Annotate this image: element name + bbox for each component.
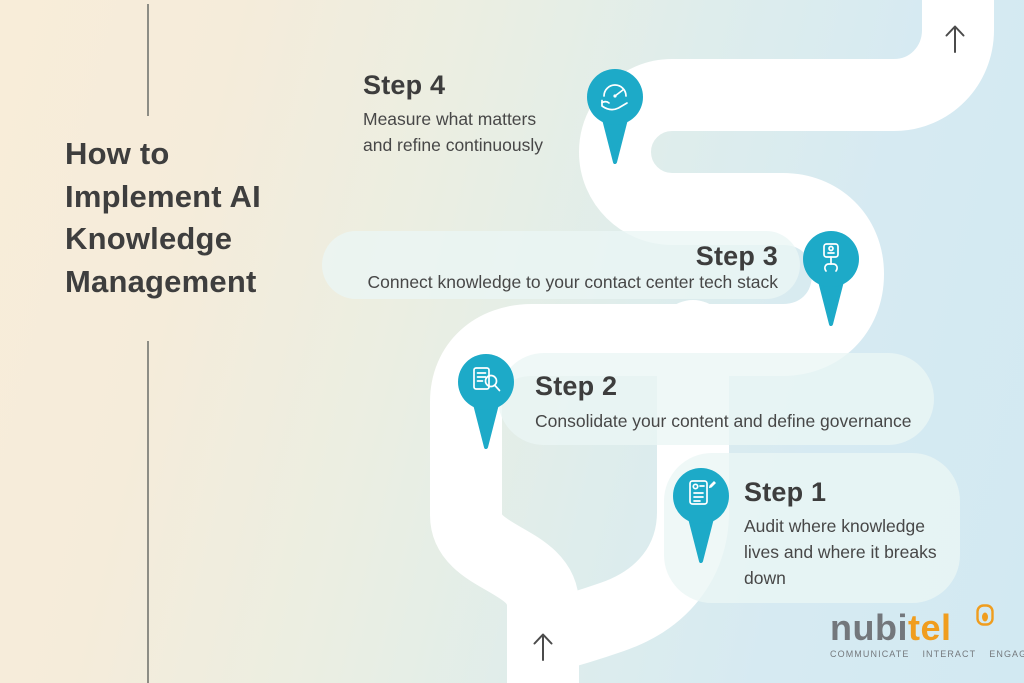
fingerprint-badge-icon xyxy=(976,604,994,626)
press-device-icon xyxy=(823,243,839,272)
step4-pin xyxy=(587,69,643,164)
brand-wordmark: nubitel xyxy=(830,610,1020,646)
up-arrow-icon xyxy=(533,633,553,661)
step4-description: Measure what matters and refine continuo… xyxy=(363,109,543,155)
document-search-icon xyxy=(473,367,501,392)
step3-pin xyxy=(803,231,859,326)
page-title: How to Implement AI Knowledge Management xyxy=(65,133,335,303)
left-rule-top xyxy=(147,4,149,116)
page-title-line: Management xyxy=(65,263,257,299)
step1-title: Step 1 xyxy=(744,477,827,507)
brand-logo: nubitel COMMUNICATE INTERACT ENGAGE xyxy=(830,604,1024,659)
step3-description: Connect knowledge to your contact center… xyxy=(367,272,778,292)
left-rule-bottom xyxy=(147,341,149,683)
page-title-line: Implement AI xyxy=(65,178,261,214)
brand-tagline: COMMUNICATE INTERACT ENGAGE xyxy=(830,649,1024,659)
step3-highlight-pill xyxy=(322,231,800,299)
up-arrow-icon xyxy=(945,25,965,53)
brand-name-gray: nubi xyxy=(830,607,908,648)
tagline-word: COMMUNICATE xyxy=(830,649,910,659)
audit-checklist-icon xyxy=(689,480,716,505)
step2-description: Consolidate your content and define gove… xyxy=(535,411,912,431)
step1-pin xyxy=(673,468,729,563)
step2-pin xyxy=(458,354,514,449)
tagline-word: INTERACT xyxy=(922,649,977,659)
gauge-hand-icon xyxy=(601,84,628,111)
step3-title: Step 3 xyxy=(695,241,778,271)
page-title-line: How to xyxy=(65,136,170,171)
step2-highlight-pill xyxy=(498,353,934,445)
step2-title: Step 2 xyxy=(535,371,618,401)
step1-description: Audit where knowledge lives and where it… xyxy=(744,516,937,588)
tagline-word: ENGAGE xyxy=(989,649,1024,659)
step4-title: Step 4 xyxy=(363,70,446,100)
brand-name-orange: tel xyxy=(907,607,952,648)
page-title-line: Knowledge xyxy=(65,221,233,256)
